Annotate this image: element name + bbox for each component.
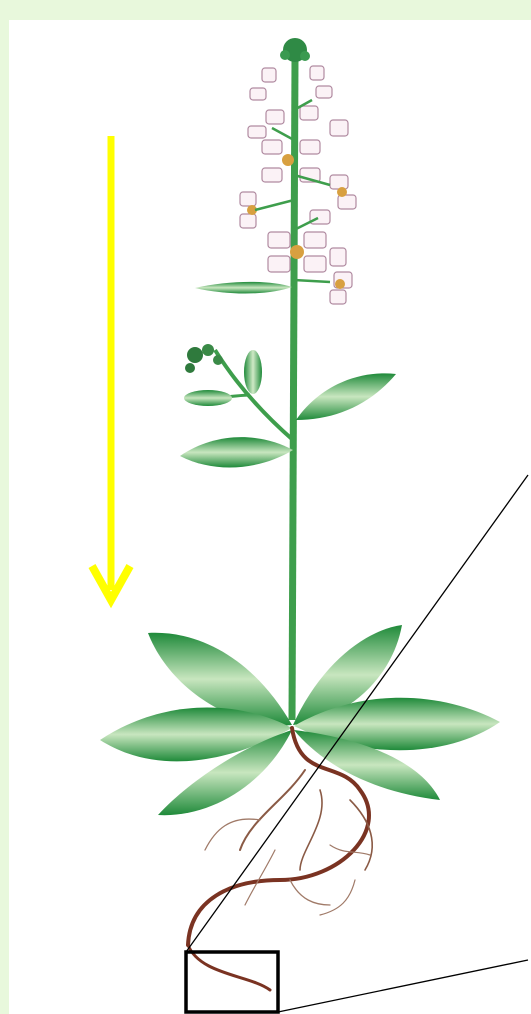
diagram-canvas — [0, 0, 531, 1014]
plant-illustration — [0, 0, 531, 1014]
